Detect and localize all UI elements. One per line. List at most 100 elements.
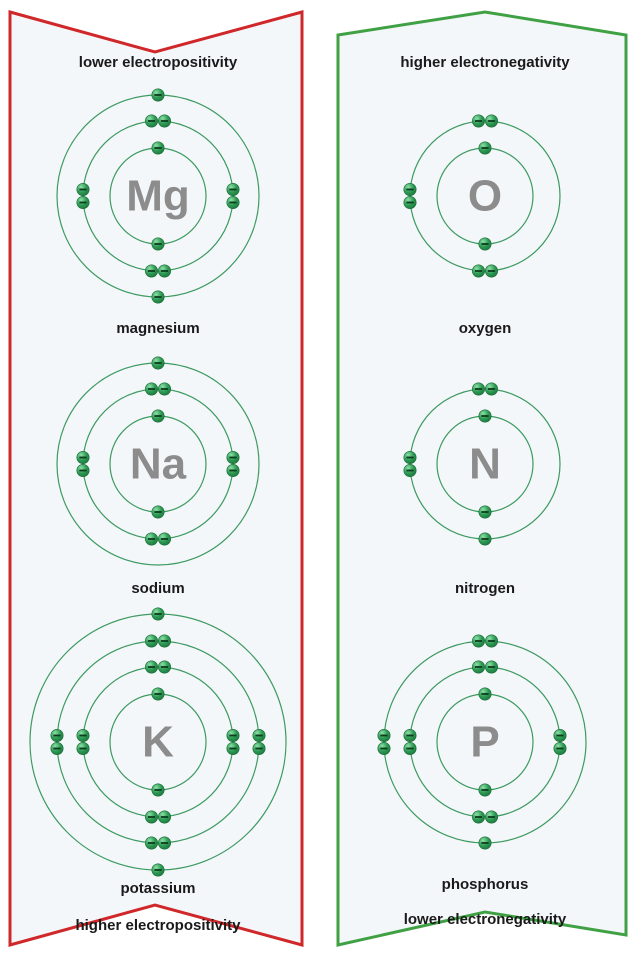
electron xyxy=(403,463,417,477)
atom-name-nitrogen: nitrogen xyxy=(455,580,515,597)
electron xyxy=(158,836,172,850)
left-panel-border xyxy=(8,10,304,947)
electron xyxy=(50,741,64,755)
electron xyxy=(158,810,172,824)
electron xyxy=(50,728,64,742)
electron xyxy=(478,141,492,155)
electron-shell xyxy=(82,666,234,818)
electron xyxy=(252,741,266,755)
electron xyxy=(145,532,159,546)
atom-name-oxygen: oxygen xyxy=(459,320,512,337)
electron xyxy=(403,728,417,742)
left-top-label: lower electropositivity xyxy=(79,54,238,71)
electron xyxy=(484,114,498,128)
electron xyxy=(226,450,240,464)
electron xyxy=(76,450,90,464)
electron xyxy=(403,183,417,197)
electron xyxy=(158,634,172,648)
electron xyxy=(76,196,90,210)
electron-shell xyxy=(82,120,234,272)
electron-shell xyxy=(409,120,561,272)
electron xyxy=(145,382,159,396)
electron xyxy=(377,728,391,742)
electron xyxy=(151,607,165,621)
electron xyxy=(145,114,159,128)
electron xyxy=(484,810,498,824)
electron xyxy=(226,728,240,742)
atom-magnesium: Mg xyxy=(56,88,260,304)
element-symbol: Na xyxy=(130,440,187,489)
electron xyxy=(76,728,90,742)
electron xyxy=(76,183,90,197)
electron xyxy=(403,450,417,464)
left-panel: lower electropositivity Mg magnesium Na … xyxy=(8,10,304,947)
element-symbol: P xyxy=(470,718,499,767)
electron xyxy=(484,660,498,674)
electron xyxy=(484,264,498,278)
atom-oxygen: O xyxy=(403,114,561,278)
electron xyxy=(478,505,492,519)
electron xyxy=(151,237,165,251)
atom-nitrogen: N xyxy=(403,382,561,546)
electron xyxy=(145,660,159,674)
electron xyxy=(151,687,165,701)
element-symbol: Mg xyxy=(126,172,190,221)
element-symbol: K xyxy=(142,718,174,767)
electron xyxy=(471,114,485,128)
electron xyxy=(158,382,172,396)
electron xyxy=(478,532,492,546)
electron xyxy=(158,532,172,546)
electron xyxy=(471,382,485,396)
atom-potassium: K xyxy=(29,607,287,877)
electron xyxy=(151,290,165,304)
electron xyxy=(403,741,417,755)
electron xyxy=(226,196,240,210)
electron xyxy=(377,741,391,755)
left-bottom-label: higher electropositivity xyxy=(75,917,241,934)
electron xyxy=(151,409,165,423)
electron xyxy=(471,634,485,648)
electron xyxy=(226,463,240,477)
electron xyxy=(151,863,165,877)
electron xyxy=(226,741,240,755)
electron xyxy=(553,741,567,755)
right-top-label: higher electronegativity xyxy=(400,54,570,71)
electron xyxy=(403,196,417,210)
electron xyxy=(226,183,240,197)
electron xyxy=(151,141,165,155)
electron xyxy=(151,783,165,797)
electron xyxy=(151,505,165,519)
electron xyxy=(151,356,165,370)
electron-shell xyxy=(56,640,260,844)
right-bottom-label: lower electronegativity xyxy=(404,911,567,928)
electron xyxy=(484,634,498,648)
atom-name-phosphorus: phosphorus xyxy=(442,876,529,893)
electron xyxy=(145,836,159,850)
electron xyxy=(471,810,485,824)
electron xyxy=(478,836,492,850)
atom-name-potassium: potassium xyxy=(120,880,195,897)
right-panel: higher electronegativity O oxygen N nitr… xyxy=(336,10,628,947)
electron-shell xyxy=(82,388,234,540)
electron xyxy=(76,741,90,755)
electron xyxy=(76,463,90,477)
electron xyxy=(145,810,159,824)
atom-name-sodium: sodium xyxy=(131,580,184,597)
atom-name-magnesium: magnesium xyxy=(116,320,199,337)
element-symbol: N xyxy=(469,440,501,489)
electron xyxy=(158,114,172,128)
electron xyxy=(151,88,165,102)
electron xyxy=(478,687,492,701)
atom-phosphorus: P xyxy=(377,634,587,850)
electron xyxy=(484,382,498,396)
electron xyxy=(471,264,485,278)
electron xyxy=(145,264,159,278)
electron xyxy=(158,264,172,278)
electron xyxy=(478,409,492,423)
electron xyxy=(478,237,492,251)
electron xyxy=(252,728,266,742)
electron xyxy=(471,660,485,674)
atom-sodium: Na xyxy=(56,356,260,566)
electron xyxy=(553,728,567,742)
